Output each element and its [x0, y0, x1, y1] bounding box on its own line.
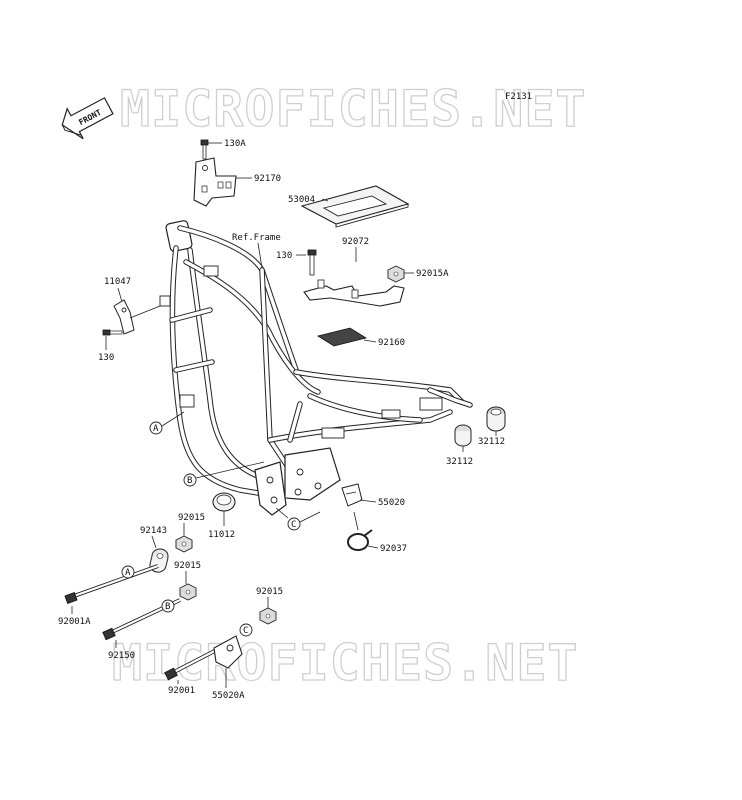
callout-92160: 92160 [378, 338, 405, 348]
watermark-top: MICROFICHES.NET [120, 80, 587, 138]
bracket-92170-icon [193, 157, 237, 207]
bolt-92001a-icon [64, 564, 159, 604]
callout-92015-a: 92015 [178, 513, 205, 523]
pad-53004-icon [300, 185, 410, 228]
nut-92015a-icon [387, 265, 405, 283]
ref-marker-c2-label: C [243, 626, 248, 636]
bolt-130-left-icon [102, 329, 123, 336]
ref-marker-b1 [183, 473, 197, 487]
grommet-32112-right-icon [486, 406, 506, 432]
callout-55020: 55020 [378, 498, 405, 508]
clamp-55020-icon [341, 483, 363, 507]
bolt-130a-icon [200, 139, 209, 160]
callout-92015-c: 92015 [256, 587, 283, 597]
watermark-bottom: MICROFICHES.NET [112, 634, 579, 692]
callout-32112-mid: 32112 [446, 457, 473, 467]
ref-marker-a1-label: A [153, 424, 159, 434]
bolt-130-top-icon [307, 249, 317, 276]
bracket-11047-icon [113, 299, 135, 335]
nut-92015-c-icon [259, 607, 277, 625]
ref-marker-b2-label: B [165, 602, 170, 612]
callout-92143: 92143 [140, 526, 167, 536]
diagram-code: F2131 [505, 92, 532, 102]
bracket-55020a-icon [213, 635, 243, 669]
nut-92015-b-icon [179, 583, 197, 601]
callout-92037: 92037 [380, 544, 407, 554]
ref-marker-c2 [239, 623, 253, 637]
ref-marker-a2 [121, 565, 135, 579]
callout-11012: 11012 [208, 530, 235, 540]
front-arrow-icon: FRONT [61, 97, 114, 140]
sheet-92160-icon [316, 327, 368, 347]
clamp-92037-icon [347, 511, 373, 551]
callout-92015a: 92015A [416, 269, 449, 279]
cap-11012-icon [212, 492, 236, 512]
ref-marker-b1-label: B [187, 476, 192, 486]
callout-130a: 130A [224, 139, 246, 149]
bracket-92072-icon [303, 279, 405, 307]
callout-92001: 92001 [168, 686, 195, 696]
grommet-32112-mid-icon [454, 424, 472, 447]
ref-marker-c1 [287, 517, 301, 531]
nut-92015-a-icon [175, 535, 193, 553]
callout-11047: 11047 [104, 277, 131, 287]
callout-130-top: 130 [276, 251, 292, 261]
callout-92001a: 92001A [58, 617, 91, 627]
ref-marker-b2 [161, 599, 175, 613]
ref-marker-a1 [149, 421, 163, 435]
callout-92072: 92072 [342, 237, 369, 247]
callout-55020a: 55020A [212, 691, 245, 701]
ref-marker-a2-label: A [125, 568, 131, 578]
motorcycle-frame [159, 220, 473, 516]
callout-92150: 92150 [108, 651, 135, 661]
callout-92170: 92170 [254, 174, 281, 184]
callout-130-left: 130 [98, 353, 114, 363]
ref-marker-c1-label: C [291, 520, 296, 530]
callout-92015-b: 92015 [174, 561, 201, 571]
callout-32112-right: 32112 [478, 437, 505, 447]
callout-53004: 53004 [288, 195, 315, 205]
ref-frame-label: Ref.Frame [232, 233, 281, 243]
